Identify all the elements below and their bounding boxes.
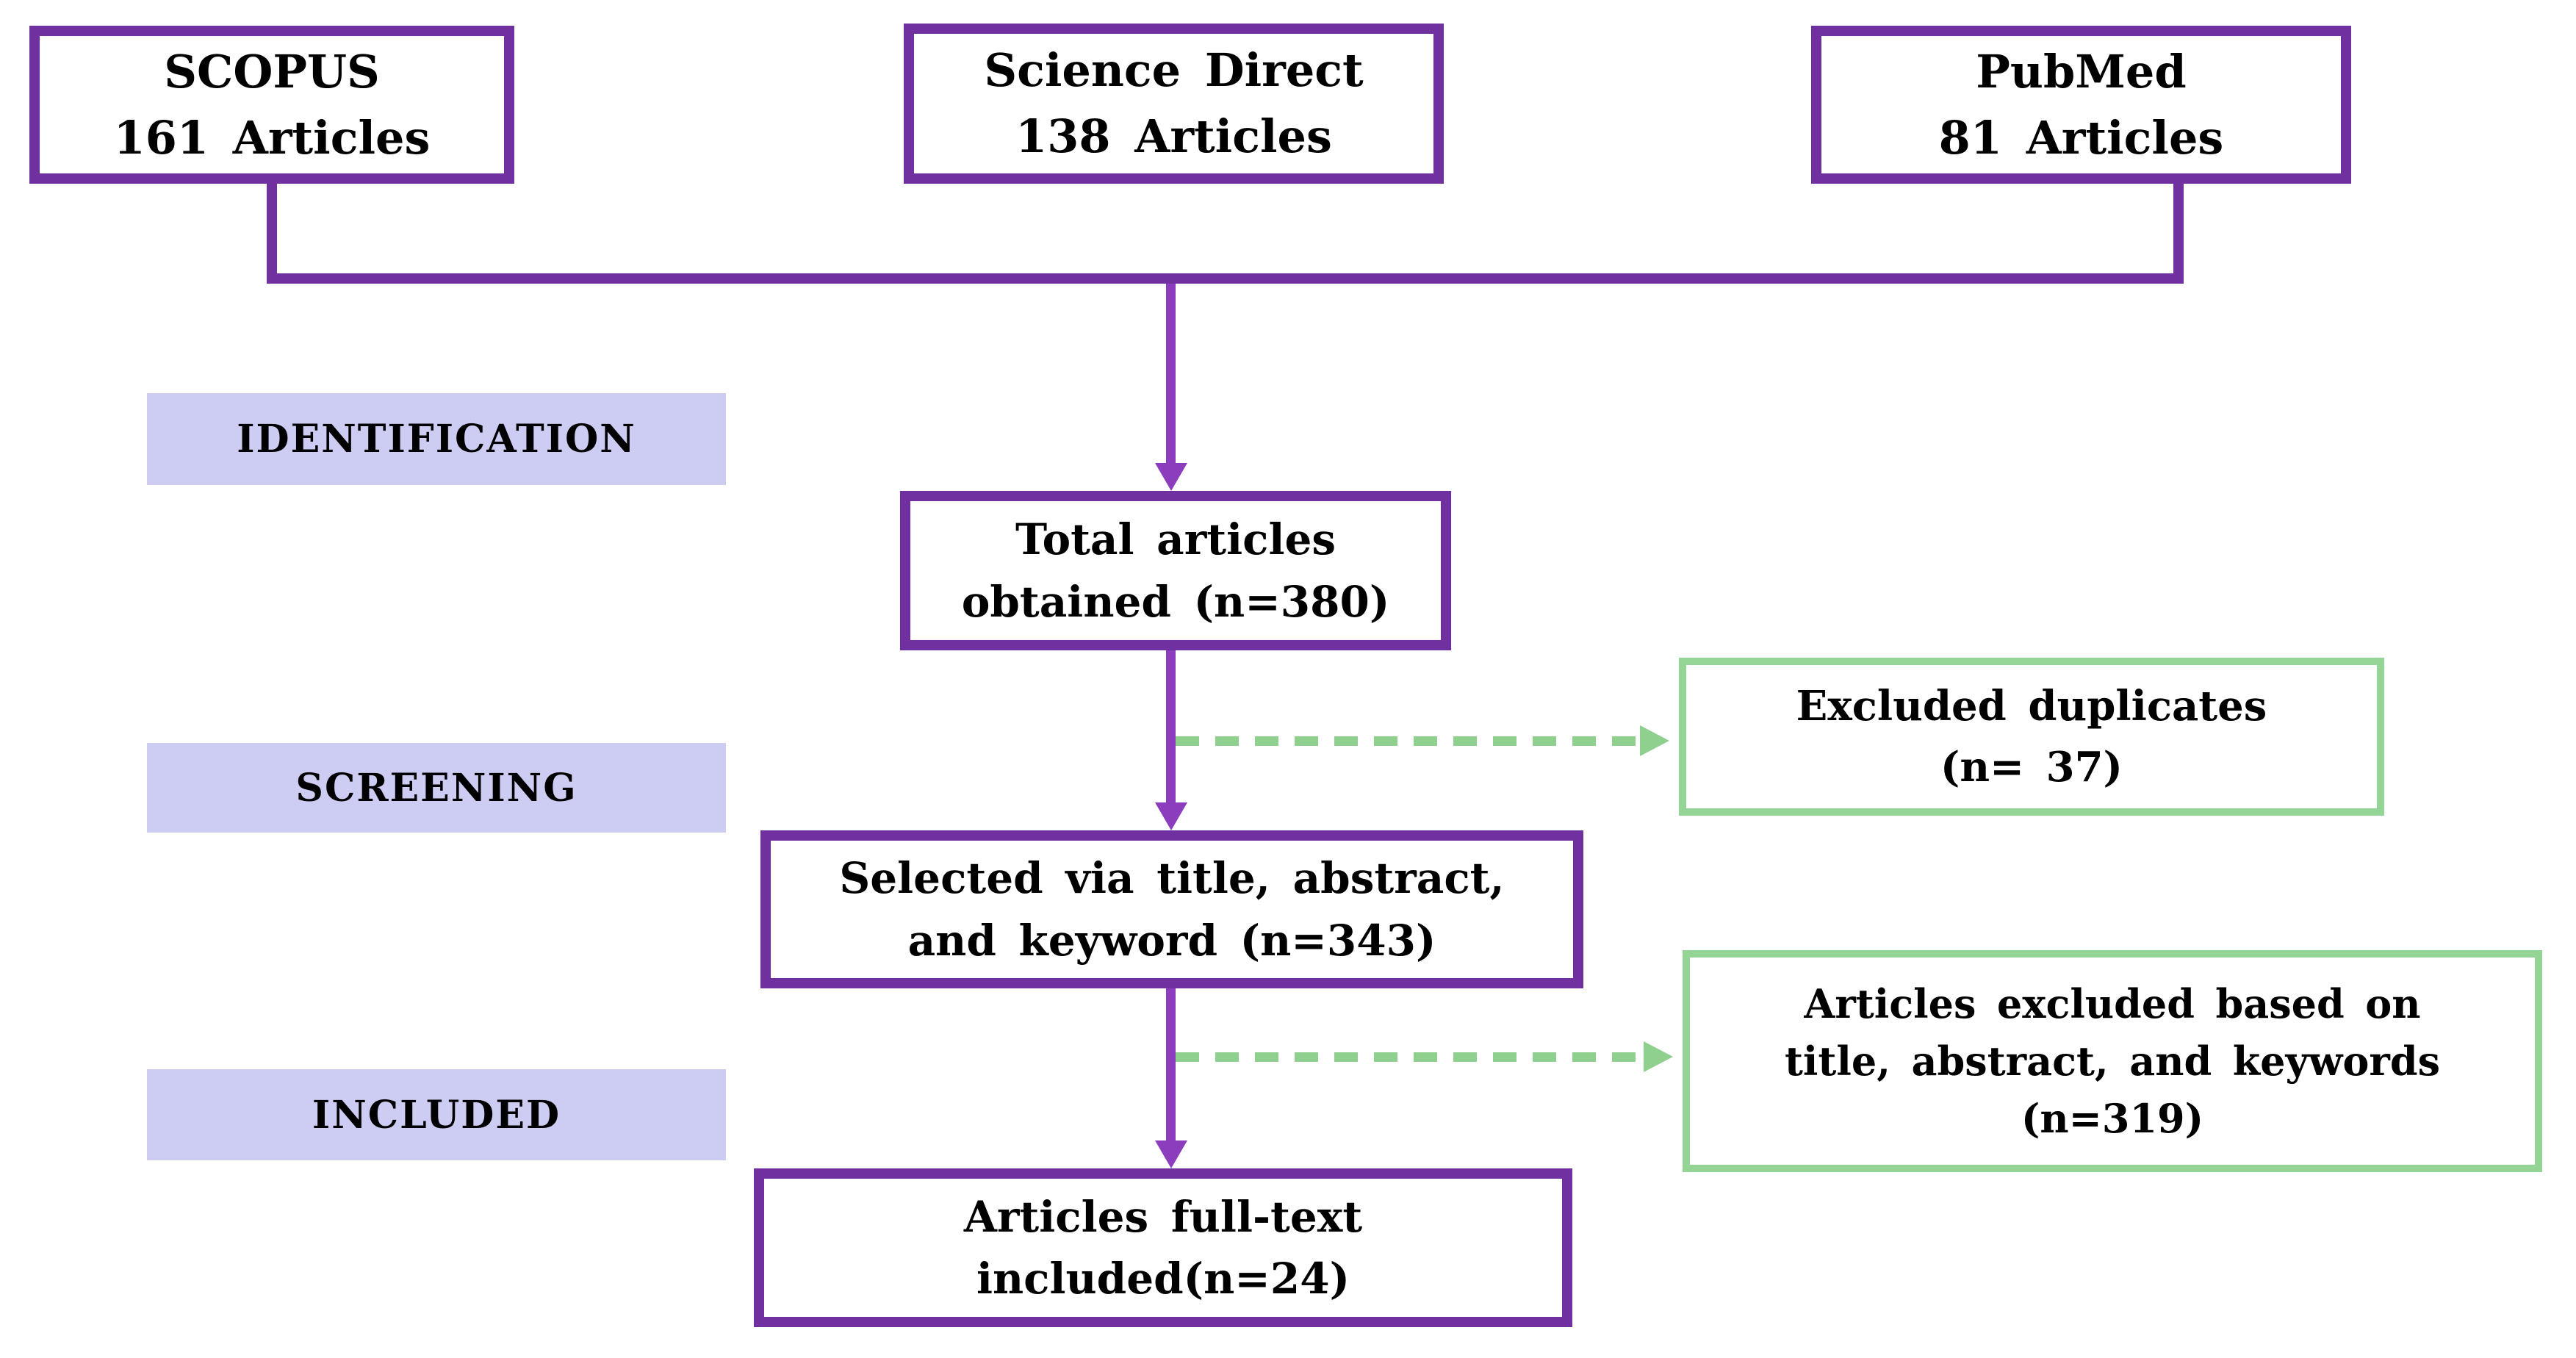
box-text-line: Articles full-text [963,1191,1363,1242]
source-count: 138 Articles [1015,109,1332,163]
source-name: SCOPUS [164,44,380,98]
box-text-line: Total articles [1015,514,1336,565]
box-text-line: (n=319) [2021,1095,2204,1143]
stage-band-identification: IDENTIFICATION [147,393,726,485]
box-text-line: (n= 37) [1940,742,2123,791]
arrow-down-icon [1155,463,1187,491]
arrow-right-icon [1644,1041,1673,1072]
stage-label: INCLUDED [312,1092,561,1138]
connector-scopus-stub [267,182,277,278]
source-count: 81 Articles [1938,110,2224,165]
box-excluded-duplicates: Excluded duplicates (n= 37) [1679,658,2384,816]
dashed-arrow-screening-exclusion [1176,1052,1642,1062]
stage-label: SCREENING [295,765,578,811]
stage-band-included: INCLUDED [147,1069,726,1160]
box-full-text-included: Articles full-text included(n=24) [754,1168,1572,1327]
box-selected-title-abstract: Selected via title, abstract, and keywor… [760,830,1583,988]
source-box-pubmed: PubMed 81 Articles [1811,26,2351,184]
box-text-line: Articles excluded based on [1804,980,2421,1027]
arrow-down-icon [1155,1140,1187,1168]
connector-pubmed-stub [2173,182,2184,278]
source-box-science-direct: Science Direct 138 Articles [904,24,1444,184]
arrow-right-icon [1640,725,1669,756]
box-text-line: obtained (n=380) [961,576,1390,627]
arrow-line-to-total [1166,284,1176,464]
box-total-articles: Total articles obtained (n=380) [900,491,1451,650]
source-name: Science Direct [984,43,1364,98]
arrow-down-icon [1155,802,1187,830]
dashed-arrow-duplicates [1176,736,1638,746]
box-text-line: title, abstract, and keywords [1784,1037,2441,1085]
box-text-line: and keyword (n=343) [907,915,1436,966]
stage-label: IDENTIFICATION [237,417,636,461]
source-name: PubMed [1976,44,2187,98]
source-box-scopus: SCOPUS 161 Articles [29,26,514,184]
arrow-line-to-selected [1166,650,1176,802]
connector-horizontal-line [267,273,2184,284]
source-count: 161 Articles [113,110,431,165]
arrow-line-to-full-text [1166,988,1176,1140]
box-text-line: Excluded duplicates [1796,681,2267,730]
stage-band-screening: SCREENING [147,743,726,833]
box-excluded-title-abstract-keywords: Articles excluded based on title, abstra… [1683,950,2542,1172]
box-text-line: Selected via title, abstract, [839,853,1505,904]
box-text-line: included(n=24) [976,1254,1350,1304]
